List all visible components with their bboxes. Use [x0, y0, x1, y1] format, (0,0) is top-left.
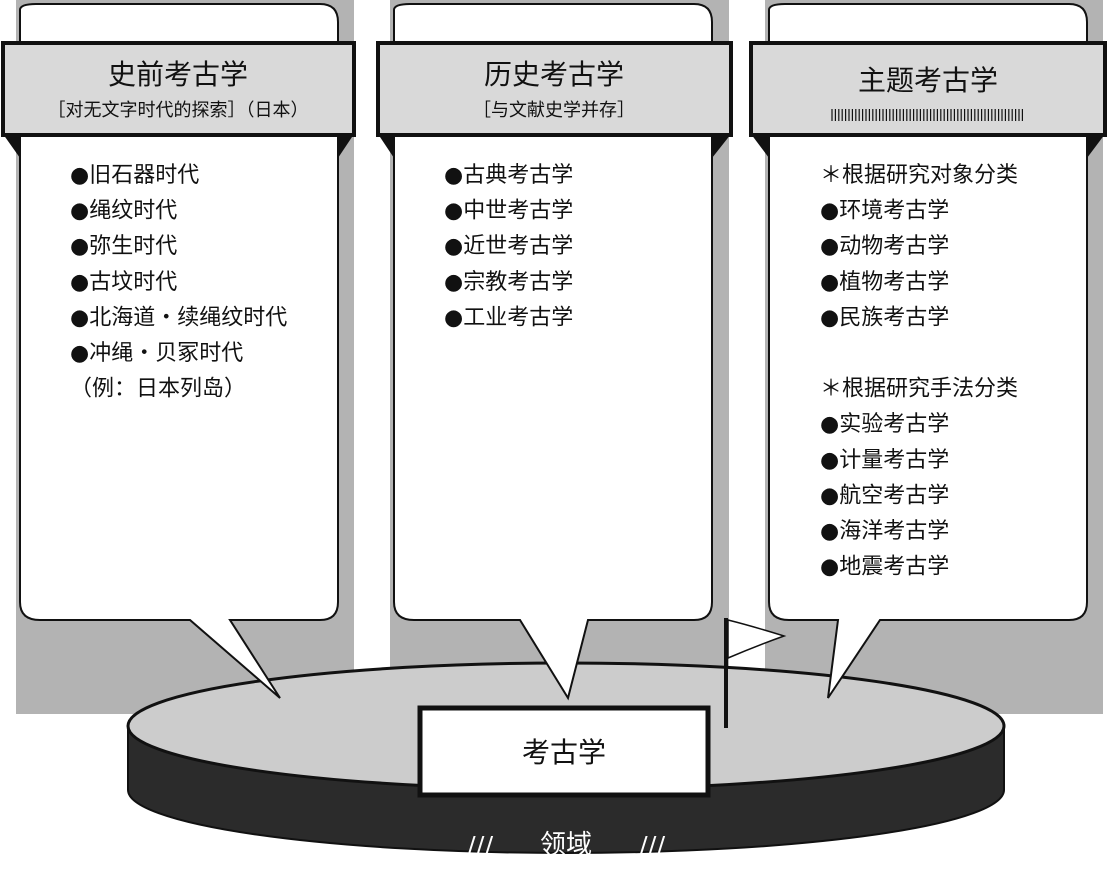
column-left-subtitle: ［对无文字时代的探索］（日本）: [48, 100, 309, 121]
field-label: 领域: [540, 830, 592, 860]
list-item: ●近世考古学: [444, 234, 573, 259]
field-marks-right: ///: [639, 832, 666, 862]
list-item: ＊根据研究手法分类: [820, 377, 1018, 402]
list-item: （例：日本列岛）: [70, 377, 246, 402]
flag-icon: [724, 618, 787, 728]
column-middle-subtitle: ［与文献史学并存］: [473, 100, 635, 121]
list-item: ●植物考古学: [820, 270, 949, 295]
list-item: ●绳纹时代: [70, 199, 177, 224]
list-item: ●航空考古学: [820, 483, 949, 508]
field-marks-left: ///: [467, 832, 494, 862]
column-right-hatch-pattern: [831, 109, 1024, 121]
bubble-left: [19, 3, 339, 699]
list-item: ●弥生时代: [70, 234, 177, 259]
column-right-items: ＊根据研究对象分类 ●环境考古学 ●动物考古学 ●植物考古学 ●民族考古学 ＊根据研究手法…: [820, 163, 1018, 580]
list-item: ●海洋考古学: [820, 519, 949, 544]
column-middle-items: ●古典考古学 ●中世考古学 ●近世考古学 ●宗教考古学 ●工业考古学: [444, 163, 573, 330]
center-label: 考古学: [522, 736, 606, 769]
list-item: ●计量考古学: [820, 448, 949, 473]
list-item: ●工业考古学: [444, 305, 573, 330]
column-right-title: 主题考古学: [858, 64, 998, 97]
list-item: ●民族考古学: [820, 305, 949, 330]
list-item: ●地震考古学: [820, 555, 949, 580]
header-right: [749, 41, 1107, 158]
header-middle: [376, 41, 733, 158]
list-item: ●旧石器时代: [70, 163, 199, 188]
list-item: ●古典考古学: [444, 163, 573, 188]
list-item: ＊根据研究对象分类: [820, 163, 1018, 188]
column-left-items: ●旧石器时代 ●绳纹时代 ●弥生时代 ●古坟时代 ●北海道・续绳纹时代 ●冲绳・贝冢时代 （…: [70, 163, 287, 402]
column-middle-title: 历史考古学: [484, 58, 624, 91]
list-item: ●北海道・续绳纹时代: [70, 305, 287, 330]
list-item: ●实验考古学: [820, 412, 949, 437]
list-item: ●宗教考古学: [444, 270, 573, 295]
center-box: [417, 705, 711, 798]
list-item: ●中世考古学: [444, 199, 573, 224]
list-item: ●动物考古学: [820, 234, 949, 259]
bubble-middle: [393, 3, 713, 701]
list-item: ●环境考古学: [820, 199, 949, 224]
list-item: ●古坟时代: [70, 270, 177, 295]
column-left-title: 史前考古学: [108, 58, 248, 91]
bubble-right: [768, 3, 1088, 699]
header-left: [1, 41, 356, 158]
list-item: ●冲绳・贝冢时代: [70, 341, 243, 366]
